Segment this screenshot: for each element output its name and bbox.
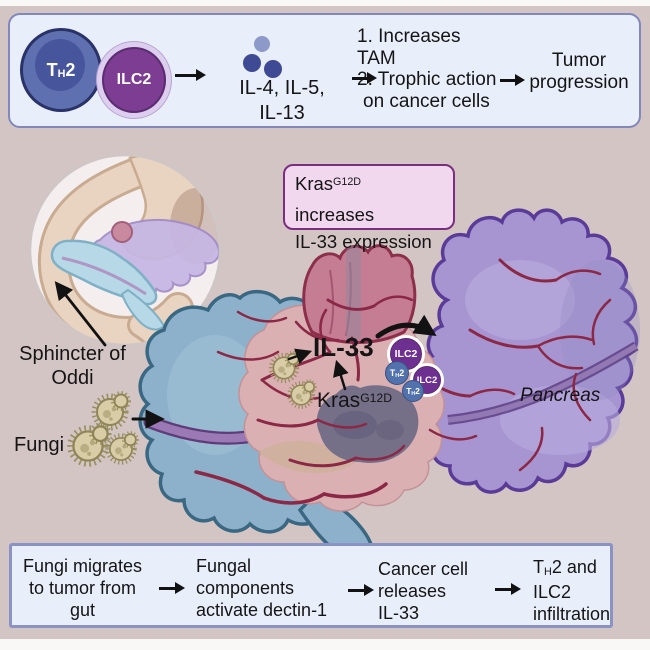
gray-duct xyxy=(346,246,361,341)
cytokine-dot-dark-1 xyxy=(243,54,261,72)
step4-label: TH2 and ILC2 infiltration xyxy=(533,557,611,624)
kras-mutation-text: G12D xyxy=(360,390,392,405)
flow-arrow-2 xyxy=(352,72,377,83)
callout-line2: IL-33 expression xyxy=(295,231,432,252)
fungi-to-il33-arrow xyxy=(287,348,313,364)
cytokine-dot-light xyxy=(254,36,270,52)
th2-cell-b: TH2 xyxy=(402,380,424,402)
pancreas-organ xyxy=(415,208,640,494)
kras-g12d-label: KrasG12D xyxy=(317,389,392,414)
flow-arrow-1 xyxy=(175,69,206,80)
kras-increases-il33-callout: KrasG12D increases IL-33 expression xyxy=(283,164,455,252)
annotation-arrows xyxy=(54,281,437,429)
ilc2-cell-large: ILC2 xyxy=(102,47,166,113)
effects-label: 1. Increases TAM 2. Trophic action on ca… xyxy=(357,26,497,112)
bottom-summary-panel: Fungi migrates to tumor from gut Fungal … xyxy=(9,543,613,628)
cytokine-dot-dark-2 xyxy=(264,60,282,78)
th2-nucleus xyxy=(35,39,85,91)
top-summary-panel: TH2 ILC2 IL-4, IL-5, IL-13 1. Increases … xyxy=(8,13,641,128)
flow-arrow-3 xyxy=(500,74,525,85)
fungi-label: Fungi xyxy=(14,434,65,456)
step3-label: Cancer cell releases IL-33 xyxy=(378,559,469,623)
step2-label: Fungal components activate dectin-1 xyxy=(196,556,328,620)
kras-gene-text: Kras xyxy=(317,389,361,412)
step-arrow-3 xyxy=(495,583,521,594)
fungi-cluster-gut xyxy=(70,393,137,464)
blood-vessels xyxy=(194,258,612,505)
cytokines-label: IL-4, IL-5, IL-13 xyxy=(239,77,325,124)
outcome-label: Tumor progression xyxy=(529,50,629,93)
step1-label: Fungi migrates to tumor from gut xyxy=(22,556,143,620)
stomach-stub xyxy=(302,244,417,344)
pancreas-label: Pancreas xyxy=(520,385,601,406)
step-arrow-2 xyxy=(348,584,374,595)
th2-cell-large: TH2 xyxy=(20,28,102,112)
callout-line1: KrasG12D increases xyxy=(295,173,375,225)
il33-to-cells-arrow xyxy=(375,314,437,339)
step-arrow-1 xyxy=(159,582,185,593)
sphincter-arrow xyxy=(54,281,107,347)
il33-label: IL-33 xyxy=(313,332,374,362)
kras-to-il33-arrow xyxy=(333,359,349,391)
sphincter-of-oddi-label: Sphincter of Oddi xyxy=(19,343,126,389)
th2-cell-a: TH2 xyxy=(385,361,409,385)
